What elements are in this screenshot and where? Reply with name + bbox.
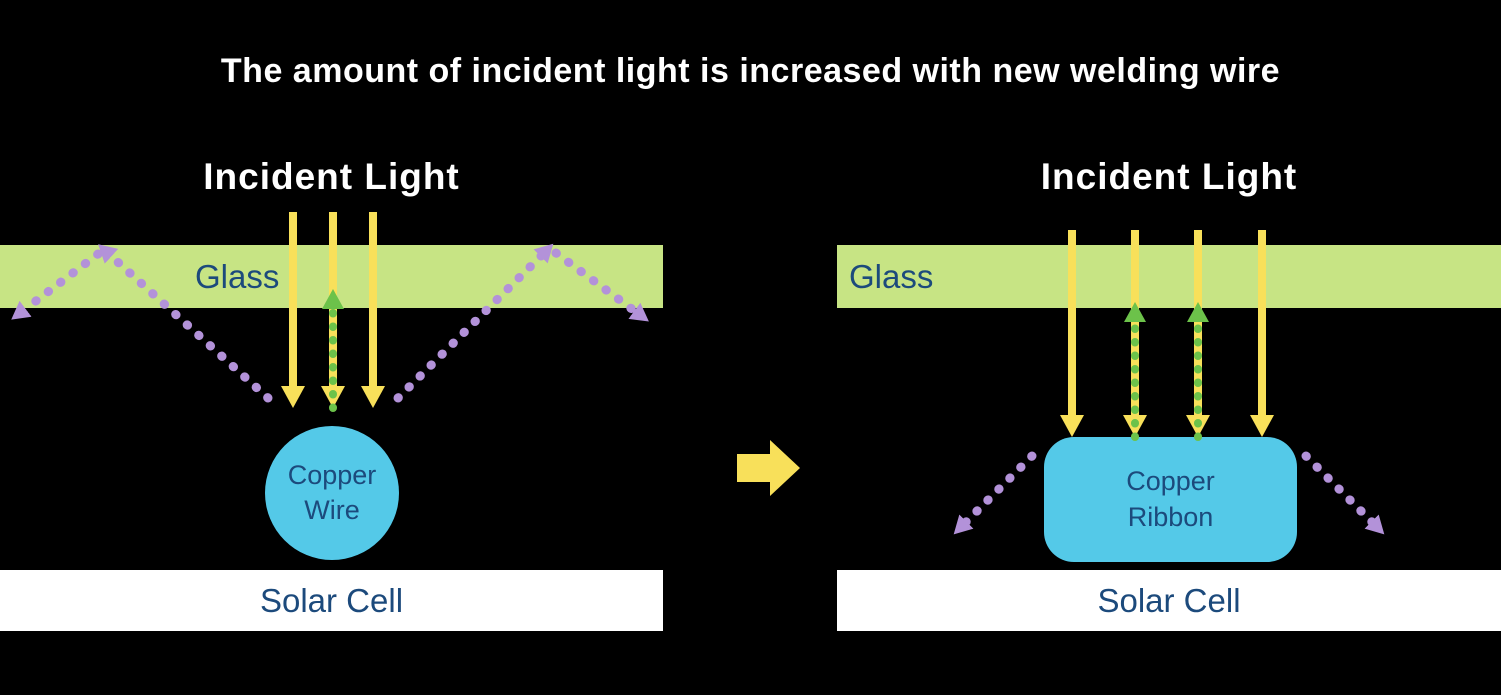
incident-light-label-right: Incident Light — [1040, 156, 1298, 197]
glass-label-right: Glass — [849, 257, 934, 295]
glass-label-left: Glass — [195, 257, 280, 295]
glass-layer-right: Glass — [837, 245, 1501, 308]
solar-cell-right: Solar Cell — [837, 570, 1501, 631]
copper-wire: Copper Wire — [265, 426, 399, 560]
transition-arrow-icon — [737, 440, 800, 496]
reflected-ray — [953, 451, 1037, 535]
solar-cell-label-right: Solar Cell — [1097, 581, 1241, 619]
incident-light-label-left: Incident Light — [203, 156, 460, 197]
transmitted-rays-right — [1124, 302, 1209, 441]
reflected-ray — [1301, 451, 1385, 535]
copper-ribbon-label: Copper Ribbon — [1126, 466, 1215, 532]
solar-cell-label-left: Solar Cell — [259, 581, 404, 619]
copper-ribbon: Copper Ribbon — [1044, 437, 1297, 562]
copper-wire-label: Copper Wire — [287, 459, 377, 525]
glass-layer-left: Glass — [0, 245, 663, 308]
diagram-title: The amount of incident light is increase… — [220, 52, 1281, 90]
solar-cell-left: Solar Cell — [0, 570, 663, 631]
